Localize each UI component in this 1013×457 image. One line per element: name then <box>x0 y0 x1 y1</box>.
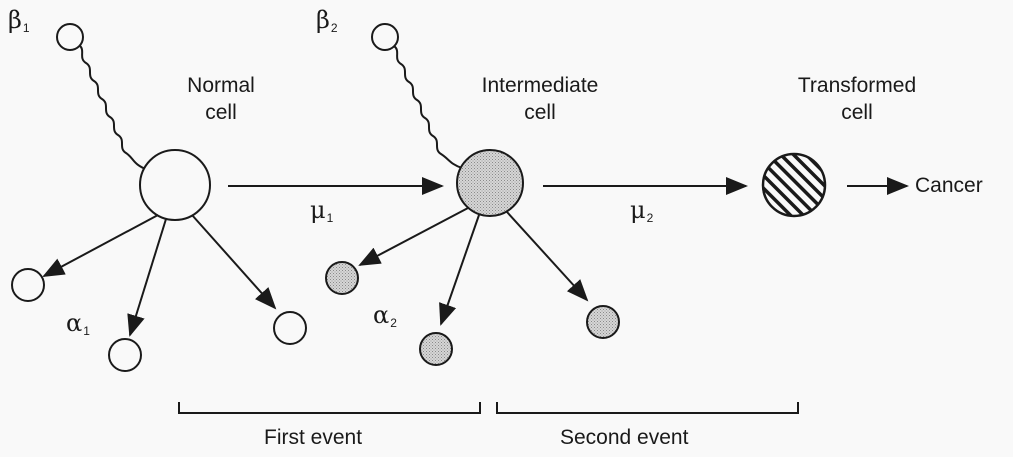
intermediate-division-arrow-middle <box>439 214 480 326</box>
intermediate-daughter-cell <box>586 305 620 339</box>
division-arrow-middle <box>127 218 167 337</box>
normal-daughter-cell <box>273 311 307 345</box>
normal-cell <box>139 149 211 221</box>
beta2-label: β2 <box>316 6 338 35</box>
beta1-label: β1 <box>8 6 30 35</box>
normal-daughter-cell <box>108 338 142 372</box>
first-event-bracket <box>178 402 481 414</box>
intermediate-daughter-cell <box>419 332 453 366</box>
mu1-label: μ1 <box>310 196 334 225</box>
first-event-label: First event <box>264 426 363 449</box>
second-event-bracket <box>496 402 799 414</box>
death-arrow-left <box>42 214 159 277</box>
normal-daughter-cell <box>11 268 45 302</box>
intermediate-death-arrow <box>358 207 469 266</box>
mu2-label: μ2 <box>630 196 654 225</box>
alpha1-label: α1 <box>66 309 90 338</box>
radiation-wave-beta2 <box>393 45 463 169</box>
second-event-label: Second event <box>560 426 689 449</box>
intermediate-cell <box>456 149 524 217</box>
intermediate-daughter-cell <box>325 261 359 295</box>
radiation-wave-beta1 <box>78 44 149 171</box>
radiation-source-beta2 <box>371 23 399 51</box>
intermediate-division-arrow-right <box>506 211 589 302</box>
cancer-label: Cancer <box>915 174 983 197</box>
division-arrow-right <box>191 214 277 310</box>
radiation-source-beta1 <box>56 23 84 51</box>
alpha2-label: α2 <box>373 301 397 330</box>
transformed-cell <box>761 152 827 218</box>
